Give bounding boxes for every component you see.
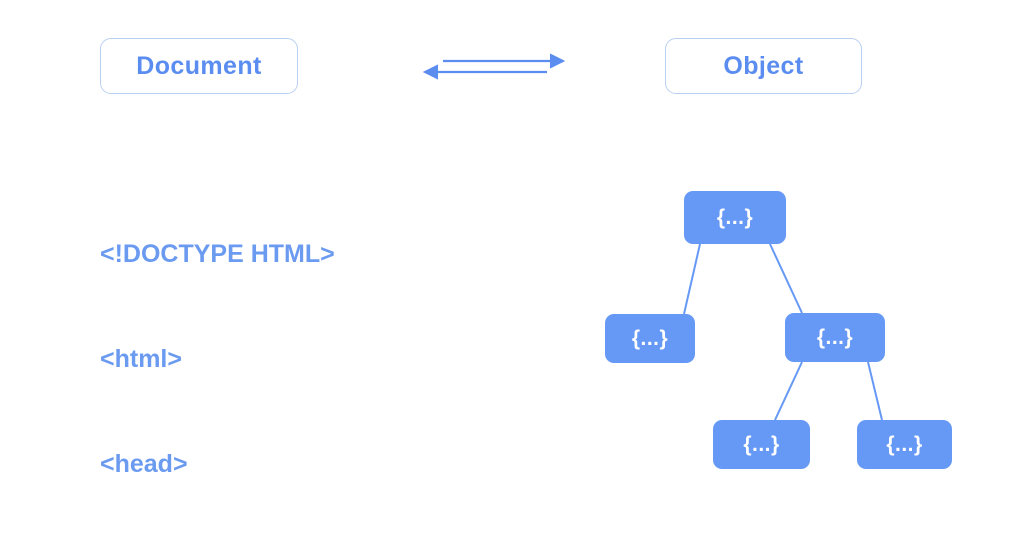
- code-line: <head>: [100, 450, 188, 478]
- tree-connector-lines: [683, 243, 883, 421]
- code-line: <!DOCTYPE HTML>: [100, 240, 335, 268]
- tree-node-root: {...}: [684, 191, 786, 244]
- tree-node-leaf-right: {...}: [857, 420, 952, 469]
- tree-node-child-right: {...}: [785, 313, 885, 362]
- object-tree: {...} {...} {...} {...} {...}: [590, 180, 990, 480]
- document-label-text: Document: [136, 51, 262, 80]
- document-label-box: Document: [100, 38, 298, 94]
- tree-edge: [867, 361, 883, 421]
- html-source-code: <!DOCTYPE HTML> <html> <head> <title> ..…: [100, 167, 520, 537]
- bidirectional-arrows: [422, 53, 566, 80]
- object-label-text: Object: [723, 51, 804, 80]
- tree-edge: [769, 243, 803, 314]
- code-line: <html>: [100, 345, 182, 373]
- tree-node-child-left: {...}: [605, 314, 695, 363]
- object-label-box: Object: [665, 38, 862, 94]
- tree-edge: [774, 361, 803, 421]
- tree-edge: [683, 243, 701, 315]
- tree-node-leaf-left: {...}: [713, 420, 810, 469]
